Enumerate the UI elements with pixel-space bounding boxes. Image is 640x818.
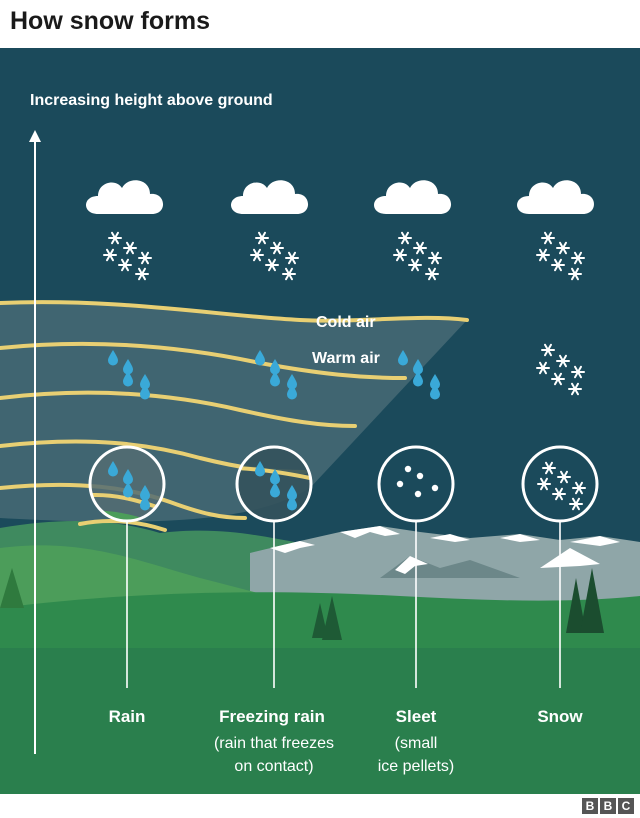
height-axis-label: Increasing height above ground: [30, 92, 273, 109]
pellet-icon: [431, 484, 439, 492]
sublabel-freezing-rain-1: (rain that freezes: [214, 735, 334, 752]
snow-diagram: Cold air Warm air Increasing height abov…: [0, 48, 640, 794]
pellet-icon: [414, 490, 422, 498]
sleet-circle: [377, 445, 455, 523]
warm-air-label: Warm air: [312, 350, 380, 367]
footer: B B C: [0, 794, 640, 818]
logo-letter: B: [600, 798, 616, 814]
label-freezing-rain: Freezing rain: [219, 707, 325, 726]
label-rain: Rain: [109, 707, 146, 726]
pellet-icon: [404, 465, 412, 473]
height-axis-arrow: [29, 130, 41, 142]
freezing-rain-circle: [235, 445, 313, 523]
pellet-icon: [416, 472, 424, 480]
logo-letter: B: [582, 798, 598, 814]
trees-right: [566, 568, 604, 633]
pellet-icon: [396, 480, 404, 488]
sublabel-sleet-1: (small: [395, 735, 438, 752]
label-snow: Snow: [537, 707, 583, 726]
logo-letter: C: [618, 798, 634, 814]
stems: [126, 522, 561, 688]
bbc-logo: B B C: [582, 798, 634, 814]
sublabel-freezing-rain-2: on contact): [234, 758, 313, 775]
band-2: [0, 341, 407, 380]
category-labels: Rain Freezing rain (rain that freezes on…: [109, 707, 584, 775]
band-1: [0, 300, 469, 323]
trees-left: [0, 568, 342, 640]
band-3: [0, 390, 357, 428]
page-title: How snow forms: [10, 7, 211, 35]
label-sleet: Sleet: [396, 707, 437, 726]
cold-air-label: Cold air: [316, 314, 376, 331]
ground: [0, 648, 640, 794]
sublabel-sleet-2: ice pellets): [378, 758, 454, 775]
snow-circle: [521, 445, 599, 523]
header: How snow forms: [0, 0, 640, 48]
